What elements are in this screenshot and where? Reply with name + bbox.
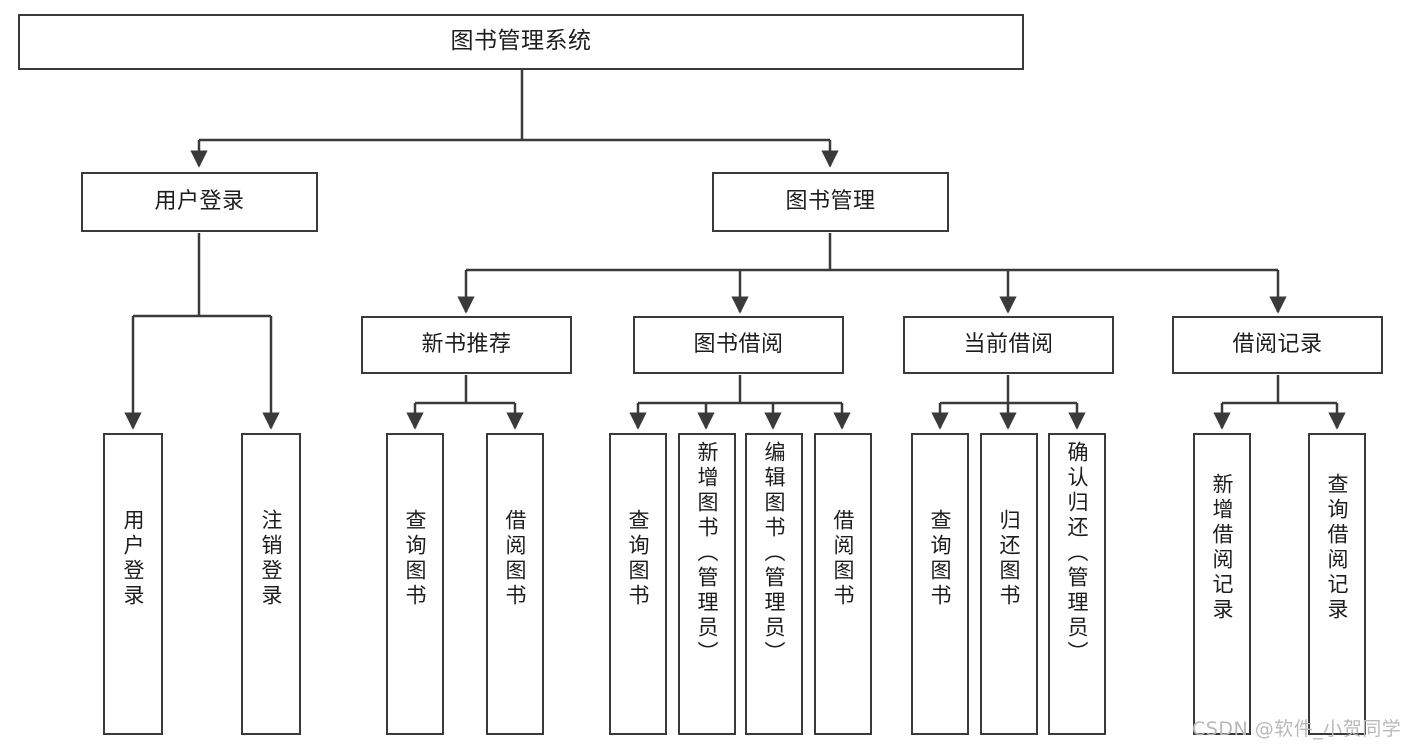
- leaf-query-book-current[interactable]: 查询图书: [911, 433, 969, 735]
- node-root-book-management-system[interactable]: 图书管理系统: [18, 14, 1024, 70]
- node-label: 图书借阅: [693, 332, 784, 358]
- node-label: 归还图书: [997, 509, 1022, 609]
- node-label: 借阅图书: [503, 509, 528, 609]
- node-label: 查询图书: [626, 509, 651, 609]
- leaf-add-book[interactable]: 新增图书（管理员）: [678, 433, 736, 735]
- leaf-edit-book[interactable]: 编辑图书（管理员）: [745, 433, 803, 735]
- leaf-borrow-book-borrow[interactable]: 借阅图书: [814, 433, 872, 735]
- node-user-login[interactable]: 用户登录: [81, 172, 318, 232]
- node-label: 新增借阅记录: [1210, 473, 1235, 623]
- node-label: 新书推荐: [421, 332, 512, 358]
- node-book-management[interactable]: 图书管理: [712, 172, 949, 232]
- leaf-confirm-return[interactable]: 确认归还（管理员）: [1048, 433, 1106, 735]
- leaf-query-borrow-record[interactable]: 查询借阅记录: [1308, 433, 1366, 735]
- leaf-query-book-recommend[interactable]: 查询图书: [386, 433, 444, 735]
- node-current-borrow[interactable]: 当前借阅: [903, 316, 1114, 374]
- node-borrow-record[interactable]: 借阅记录: [1172, 316, 1383, 374]
- node-book-borrow[interactable]: 图书借阅: [633, 316, 844, 374]
- node-new-book-recommend[interactable]: 新书推荐: [361, 316, 572, 374]
- leaf-return-book[interactable]: 归还图书: [980, 433, 1038, 735]
- node-label: 确认归还（管理员）: [1065, 441, 1090, 666]
- node-label: 注销登录: [259, 509, 284, 609]
- leaf-borrow-book-recommend[interactable]: 借阅图书: [486, 433, 544, 735]
- node-label: 查询图书: [403, 509, 428, 609]
- leaf-query-book-borrow[interactable]: 查询图书: [609, 433, 667, 735]
- leaf-user-login[interactable]: 用户登录: [103, 433, 163, 735]
- node-label: 编辑图书（管理员）: [762, 441, 787, 666]
- node-label: 图书管理系统: [450, 28, 592, 55]
- node-label: 新增图书（管理员）: [695, 441, 720, 666]
- node-label: 当前借阅: [963, 332, 1054, 358]
- node-label: 图书管理: [785, 189, 876, 215]
- node-label: 用户登录: [121, 509, 146, 609]
- node-label: 借阅图书: [831, 509, 856, 609]
- node-label: 查询图书: [928, 509, 953, 609]
- node-label: 查询借阅记录: [1325, 473, 1350, 623]
- leaf-add-borrow-record[interactable]: 新增借阅记录: [1193, 433, 1251, 735]
- node-label: 借阅记录: [1232, 332, 1323, 358]
- node-label: 用户登录: [154, 189, 245, 215]
- leaf-user-logout[interactable]: 注销登录: [241, 433, 301, 735]
- watermark-csdn: CSDN @软件_小贺同学: [1192, 718, 1402, 740]
